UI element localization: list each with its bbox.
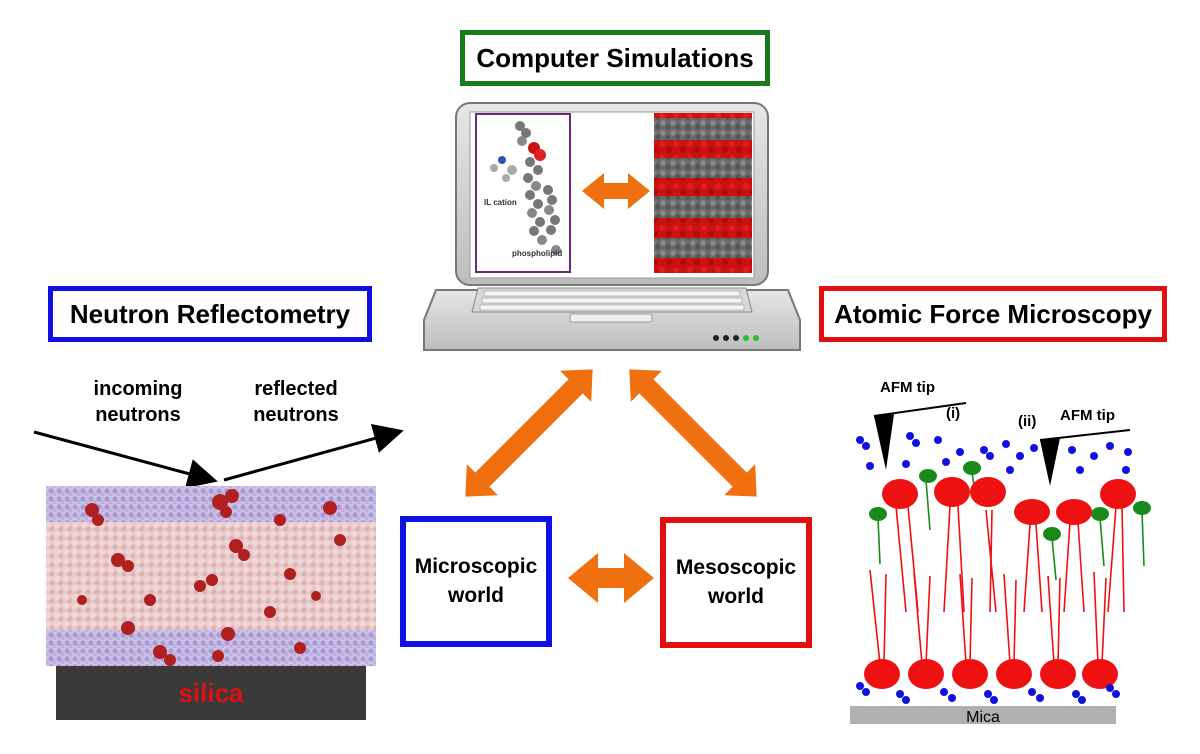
left-diagonal-arrow bbox=[465, 369, 593, 497]
microscopic-line1: Microscopic bbox=[414, 555, 538, 579]
green-molecules bbox=[869, 461, 1151, 581]
afm-tip-right bbox=[1040, 438, 1060, 486]
neutron-reflectometry-label: Neutron Reflectometry bbox=[69, 298, 351, 329]
reflected-beam bbox=[223, 423, 404, 482]
marker-ii: (ii) bbox=[1018, 413, 1036, 430]
keyboard-keys bbox=[479, 290, 745, 311]
afm-tip-right-label: AFM tip bbox=[1060, 407, 1115, 424]
horizontal-double-arrow bbox=[568, 553, 654, 603]
blue-ions-bottom bbox=[856, 682, 1120, 704]
bottom-ion-layer bbox=[46, 630, 376, 666]
microscopic-world-box: Microscopic world bbox=[400, 516, 552, 647]
silica-substrate bbox=[56, 666, 366, 720]
mesoscopic-line1: Mesoscopic bbox=[675, 556, 797, 580]
mesoscopic-world-box: Mesoscopic world bbox=[660, 517, 812, 648]
computer-simulations-title: Computer Simulations bbox=[460, 30, 770, 86]
blue-ions-top bbox=[856, 432, 1132, 474]
incoming-beam bbox=[33, 430, 218, 489]
lower-lipid-tails bbox=[869, 569, 1107, 665]
afm-tip-left-label: AFM tip bbox=[880, 379, 935, 396]
microscopic-line2: world bbox=[448, 583, 504, 607]
upper-lipid-tails bbox=[895, 505, 1125, 613]
afm-title: Atomic Force Microscopy bbox=[819, 286, 1167, 342]
mica-substrate bbox=[850, 706, 1116, 724]
afm-cantilever-left bbox=[873, 402, 967, 417]
computer-simulations-label: Computer Simulations bbox=[476, 42, 754, 73]
afm-tip-left bbox=[874, 414, 894, 470]
laptop-trackpad bbox=[569, 313, 653, 323]
afm-cantilever-right bbox=[1039, 429, 1131, 441]
marker-i: (i) bbox=[946, 405, 960, 422]
phospholipid-label: phospholipid bbox=[512, 249, 562, 258]
status-lights bbox=[713, 335, 759, 341]
simulation-snapshot bbox=[654, 113, 752, 273]
screen-double-arrow bbox=[582, 173, 650, 209]
right-diagonal-arrow bbox=[629, 369, 757, 497]
upper-lipid-heads bbox=[882, 477, 1136, 525]
reflected-neutrons-label: reflected neutrons bbox=[253, 378, 339, 426]
afm-label: Atomic Force Microscopy bbox=[834, 298, 1152, 329]
phospholipid-molecule bbox=[490, 121, 561, 255]
mica-label: Mica bbox=[966, 709, 1000, 726]
lower-lipid-heads bbox=[864, 659, 1118, 689]
silica-label: silica bbox=[178, 678, 244, 708]
incoming-neutrons-label: incoming neutrons bbox=[93, 378, 183, 426]
neutron-reflectometry-title: Neutron Reflectometry bbox=[48, 286, 372, 342]
ionic-liquid-clusters bbox=[77, 489, 346, 666]
mesoscopic-line2: world bbox=[708, 584, 764, 608]
il-cation-label: IL cation bbox=[484, 198, 517, 207]
